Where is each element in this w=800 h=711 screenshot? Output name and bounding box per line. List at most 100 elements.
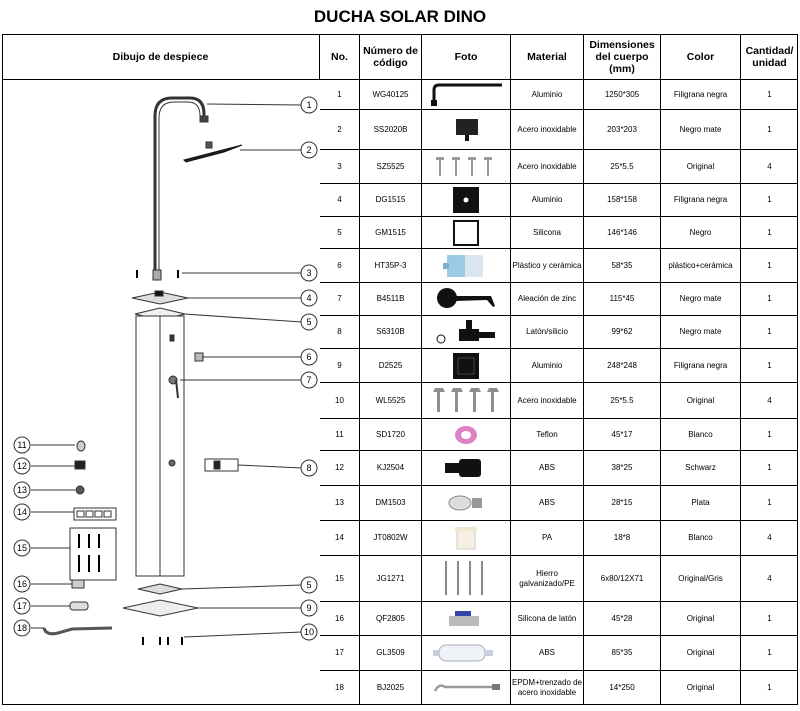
cell-code-text: GM1515 bbox=[375, 227, 406, 237]
cell-code: WG40125 bbox=[360, 80, 422, 110]
cell-material: Acero inoxidable bbox=[511, 383, 584, 419]
callout-circle bbox=[300, 289, 318, 307]
cell-material-text: Acero inoxidable bbox=[517, 124, 577, 134]
cell-qty: 1 bbox=[741, 602, 798, 636]
cell-material-text: ABS bbox=[538, 648, 555, 657]
callout-circle bbox=[300, 96, 318, 114]
cell-no-text: 9 bbox=[337, 360, 342, 370]
callout-circle bbox=[13, 539, 31, 557]
callout-number: 1 bbox=[306, 100, 311, 110]
callout-14: 14 bbox=[13, 503, 31, 521]
callout-7: 7 bbox=[300, 371, 318, 389]
cell-photo bbox=[422, 283, 511, 316]
cell-code-text: WL5525 bbox=[375, 395, 406, 405]
cell-code-text: SD1720 bbox=[376, 429, 405, 439]
cell-material-text: Plástico y cerámica bbox=[512, 260, 582, 270]
cell-dims: 248*248 bbox=[584, 349, 661, 383]
header-qty: Cantidad/ unidad bbox=[741, 34, 798, 80]
callout-15: 15 bbox=[13, 539, 31, 557]
cell-dims-text: 45*17 bbox=[611, 429, 633, 439]
cell-no-text: 7 bbox=[337, 294, 342, 303]
cell-no-text: 6 bbox=[337, 260, 342, 270]
callout-12: 12 bbox=[13, 457, 31, 475]
cell-material-text: Silicona bbox=[532, 227, 561, 237]
callout-number: 8 bbox=[306, 463, 311, 473]
callout-3: 3 bbox=[300, 264, 318, 282]
cell-color-text: Original bbox=[686, 161, 715, 171]
curved-pipe-icon bbox=[426, 82, 506, 108]
cell-material-text: Teflon bbox=[536, 429, 558, 439]
cell-no-text: 10 bbox=[335, 395, 344, 405]
cell-color: Negro mate bbox=[661, 283, 741, 316]
cell-color: Blanco bbox=[661, 419, 741, 451]
cell-qty: 1 bbox=[741, 110, 798, 150]
callout-5: 5 bbox=[300, 313, 318, 331]
braided-hose-icon bbox=[429, 677, 503, 699]
cell-dims-text: 25*5.5 bbox=[610, 395, 634, 405]
cell-color: Original bbox=[661, 671, 741, 705]
header-photo: Foto bbox=[422, 34, 511, 80]
callout-circle bbox=[300, 313, 318, 331]
cell-code-text: JG1271 bbox=[376, 573, 405, 583]
callout-16: 16 bbox=[13, 575, 31, 593]
cell-dims: 25*5.5 bbox=[584, 150, 661, 184]
callout-2: 2 bbox=[300, 141, 318, 159]
cell-qty: 1 bbox=[741, 80, 798, 110]
header-color: Color bbox=[661, 34, 741, 80]
cell-code-text: WG40125 bbox=[372, 89, 409, 99]
cell-code: JG1271 bbox=[360, 556, 422, 602]
cell-material: Aleación de zinc bbox=[511, 283, 584, 316]
cell-color-text: Blanco bbox=[688, 429, 713, 439]
cell-material-text: Acero inoxidable bbox=[517, 395, 577, 405]
cell-material-text: Silicona de latón bbox=[517, 613, 577, 623]
valve-icon bbox=[431, 317, 501, 347]
cell-no: 16 bbox=[320, 602, 360, 636]
cell-no: 11 bbox=[320, 419, 360, 451]
cell-no: 9 bbox=[320, 349, 360, 383]
cell-dims: 6x80/12X71 bbox=[584, 556, 661, 602]
cell-color-text: Negro mate bbox=[679, 327, 722, 336]
cell-color-text: Plata bbox=[691, 498, 710, 507]
cell-qty-text: 4 bbox=[767, 395, 772, 405]
callout-circle bbox=[300, 141, 318, 159]
teflon-tape-icon bbox=[446, 423, 486, 447]
cell-color: Original bbox=[661, 150, 741, 184]
callout-13: 13 bbox=[13, 481, 31, 499]
cell-qty: 1 bbox=[741, 217, 798, 249]
cell-dims-text: 18*8 bbox=[613, 533, 631, 542]
cell-color: Negro mate bbox=[661, 316, 741, 349]
cell-dims-text: 14*250 bbox=[609, 683, 635, 692]
cell-code: DG1515 bbox=[360, 184, 422, 217]
cell-code: BJ2025 bbox=[360, 671, 422, 705]
cell-photo bbox=[422, 671, 511, 705]
cell-material: Aluminio bbox=[511, 80, 584, 110]
cell-dims-text: 115*45 bbox=[609, 294, 635, 303]
cell-material-text: Acero inoxidable bbox=[517, 161, 577, 171]
cell-color: Negro bbox=[661, 217, 741, 249]
cell-qty-text: 1 bbox=[767, 360, 772, 370]
cell-qty-text: 1 bbox=[767, 260, 772, 270]
callout-number: 13 bbox=[17, 485, 27, 495]
cell-no: 1 bbox=[320, 80, 360, 110]
cell-photo bbox=[422, 150, 511, 184]
cell-photo bbox=[422, 556, 511, 602]
callout-number: 10 bbox=[304, 627, 314, 637]
cell-qty-text: 4 bbox=[767, 533, 772, 542]
cell-code-text: BJ2025 bbox=[376, 683, 405, 692]
cell-material-text: Aluminio bbox=[531, 195, 563, 204]
cell-no: 6 bbox=[320, 249, 360, 283]
callout-circle bbox=[300, 599, 318, 617]
cell-code: SD1720 bbox=[360, 419, 422, 451]
cell-code: GM1515 bbox=[360, 217, 422, 249]
cell-dims: 85*35 bbox=[584, 636, 661, 671]
cell-material: Acero inoxidable bbox=[511, 110, 584, 150]
cell-dims-text: 28*15 bbox=[611, 498, 633, 507]
cell-no-text: 12 bbox=[335, 463, 344, 472]
plug-icon bbox=[444, 492, 488, 514]
cell-code-text: KJ2504 bbox=[376, 463, 405, 472]
cell-color-text: Filigrana negra bbox=[673, 360, 728, 370]
cell-color-text: Original bbox=[686, 613, 715, 623]
callout-number: 16 bbox=[17, 579, 27, 589]
cell-no: 17 bbox=[320, 636, 360, 671]
cell-material-text: Latón/silicio bbox=[526, 327, 568, 336]
